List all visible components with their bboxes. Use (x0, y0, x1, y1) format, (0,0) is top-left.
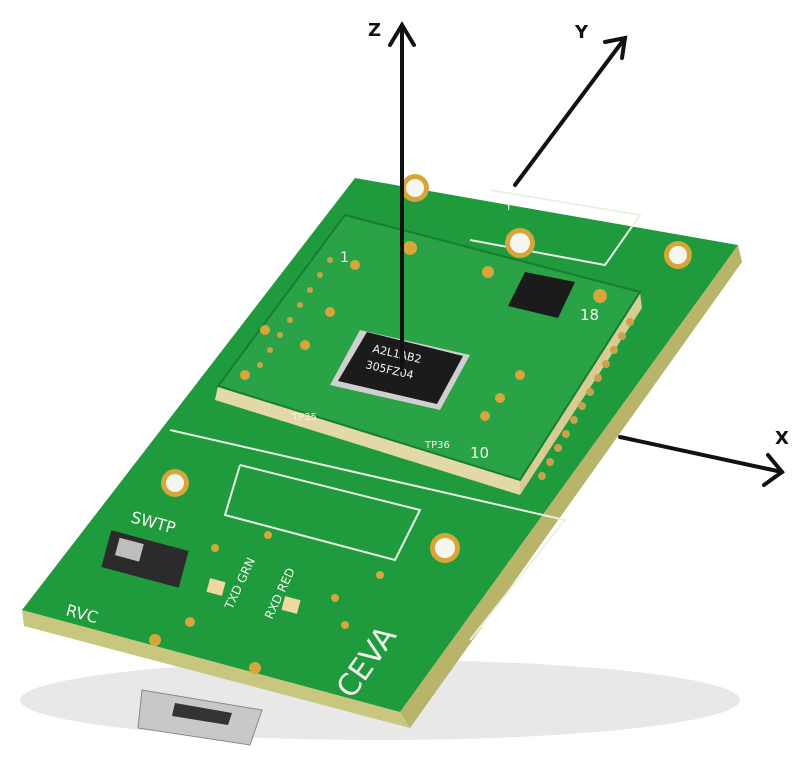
z-axis-label: Z (368, 20, 381, 41)
svg-text:TP35: TP35 (291, 412, 317, 423)
pin-header-left (257, 257, 333, 368)
svg-text:10: 10 (470, 444, 489, 462)
y-arrow-icon (603, 35, 628, 60)
led-tx (206, 578, 226, 596)
silk-outline (169, 429, 567, 641)
module-pads (240, 241, 607, 421)
x-axis (618, 435, 784, 474)
sensor-chip (508, 272, 575, 318)
led-rx (281, 596, 301, 614)
x-axis-label: X (775, 428, 789, 449)
board-edge-side (400, 245, 742, 728)
silk-bottom-box (223, 464, 422, 562)
svg-text:TP36: TP36 (424, 440, 450, 451)
x-arrow-icon (762, 453, 785, 487)
svg-text:Y: Y (504, 199, 513, 213)
pin-header-right (538, 318, 634, 480)
board-edge-front (22, 610, 410, 728)
svg-text:1: 1 (340, 250, 349, 266)
module-edge (215, 386, 520, 495)
y-axis-label: Y (574, 22, 589, 43)
z-arrow-icon (388, 21, 416, 47)
vias (149, 531, 384, 674)
y-axis (513, 36, 627, 187)
coordinate-axes (388, 21, 785, 487)
svg-text:18: 18 (580, 306, 599, 324)
silk-y-box (469, 189, 642, 267)
